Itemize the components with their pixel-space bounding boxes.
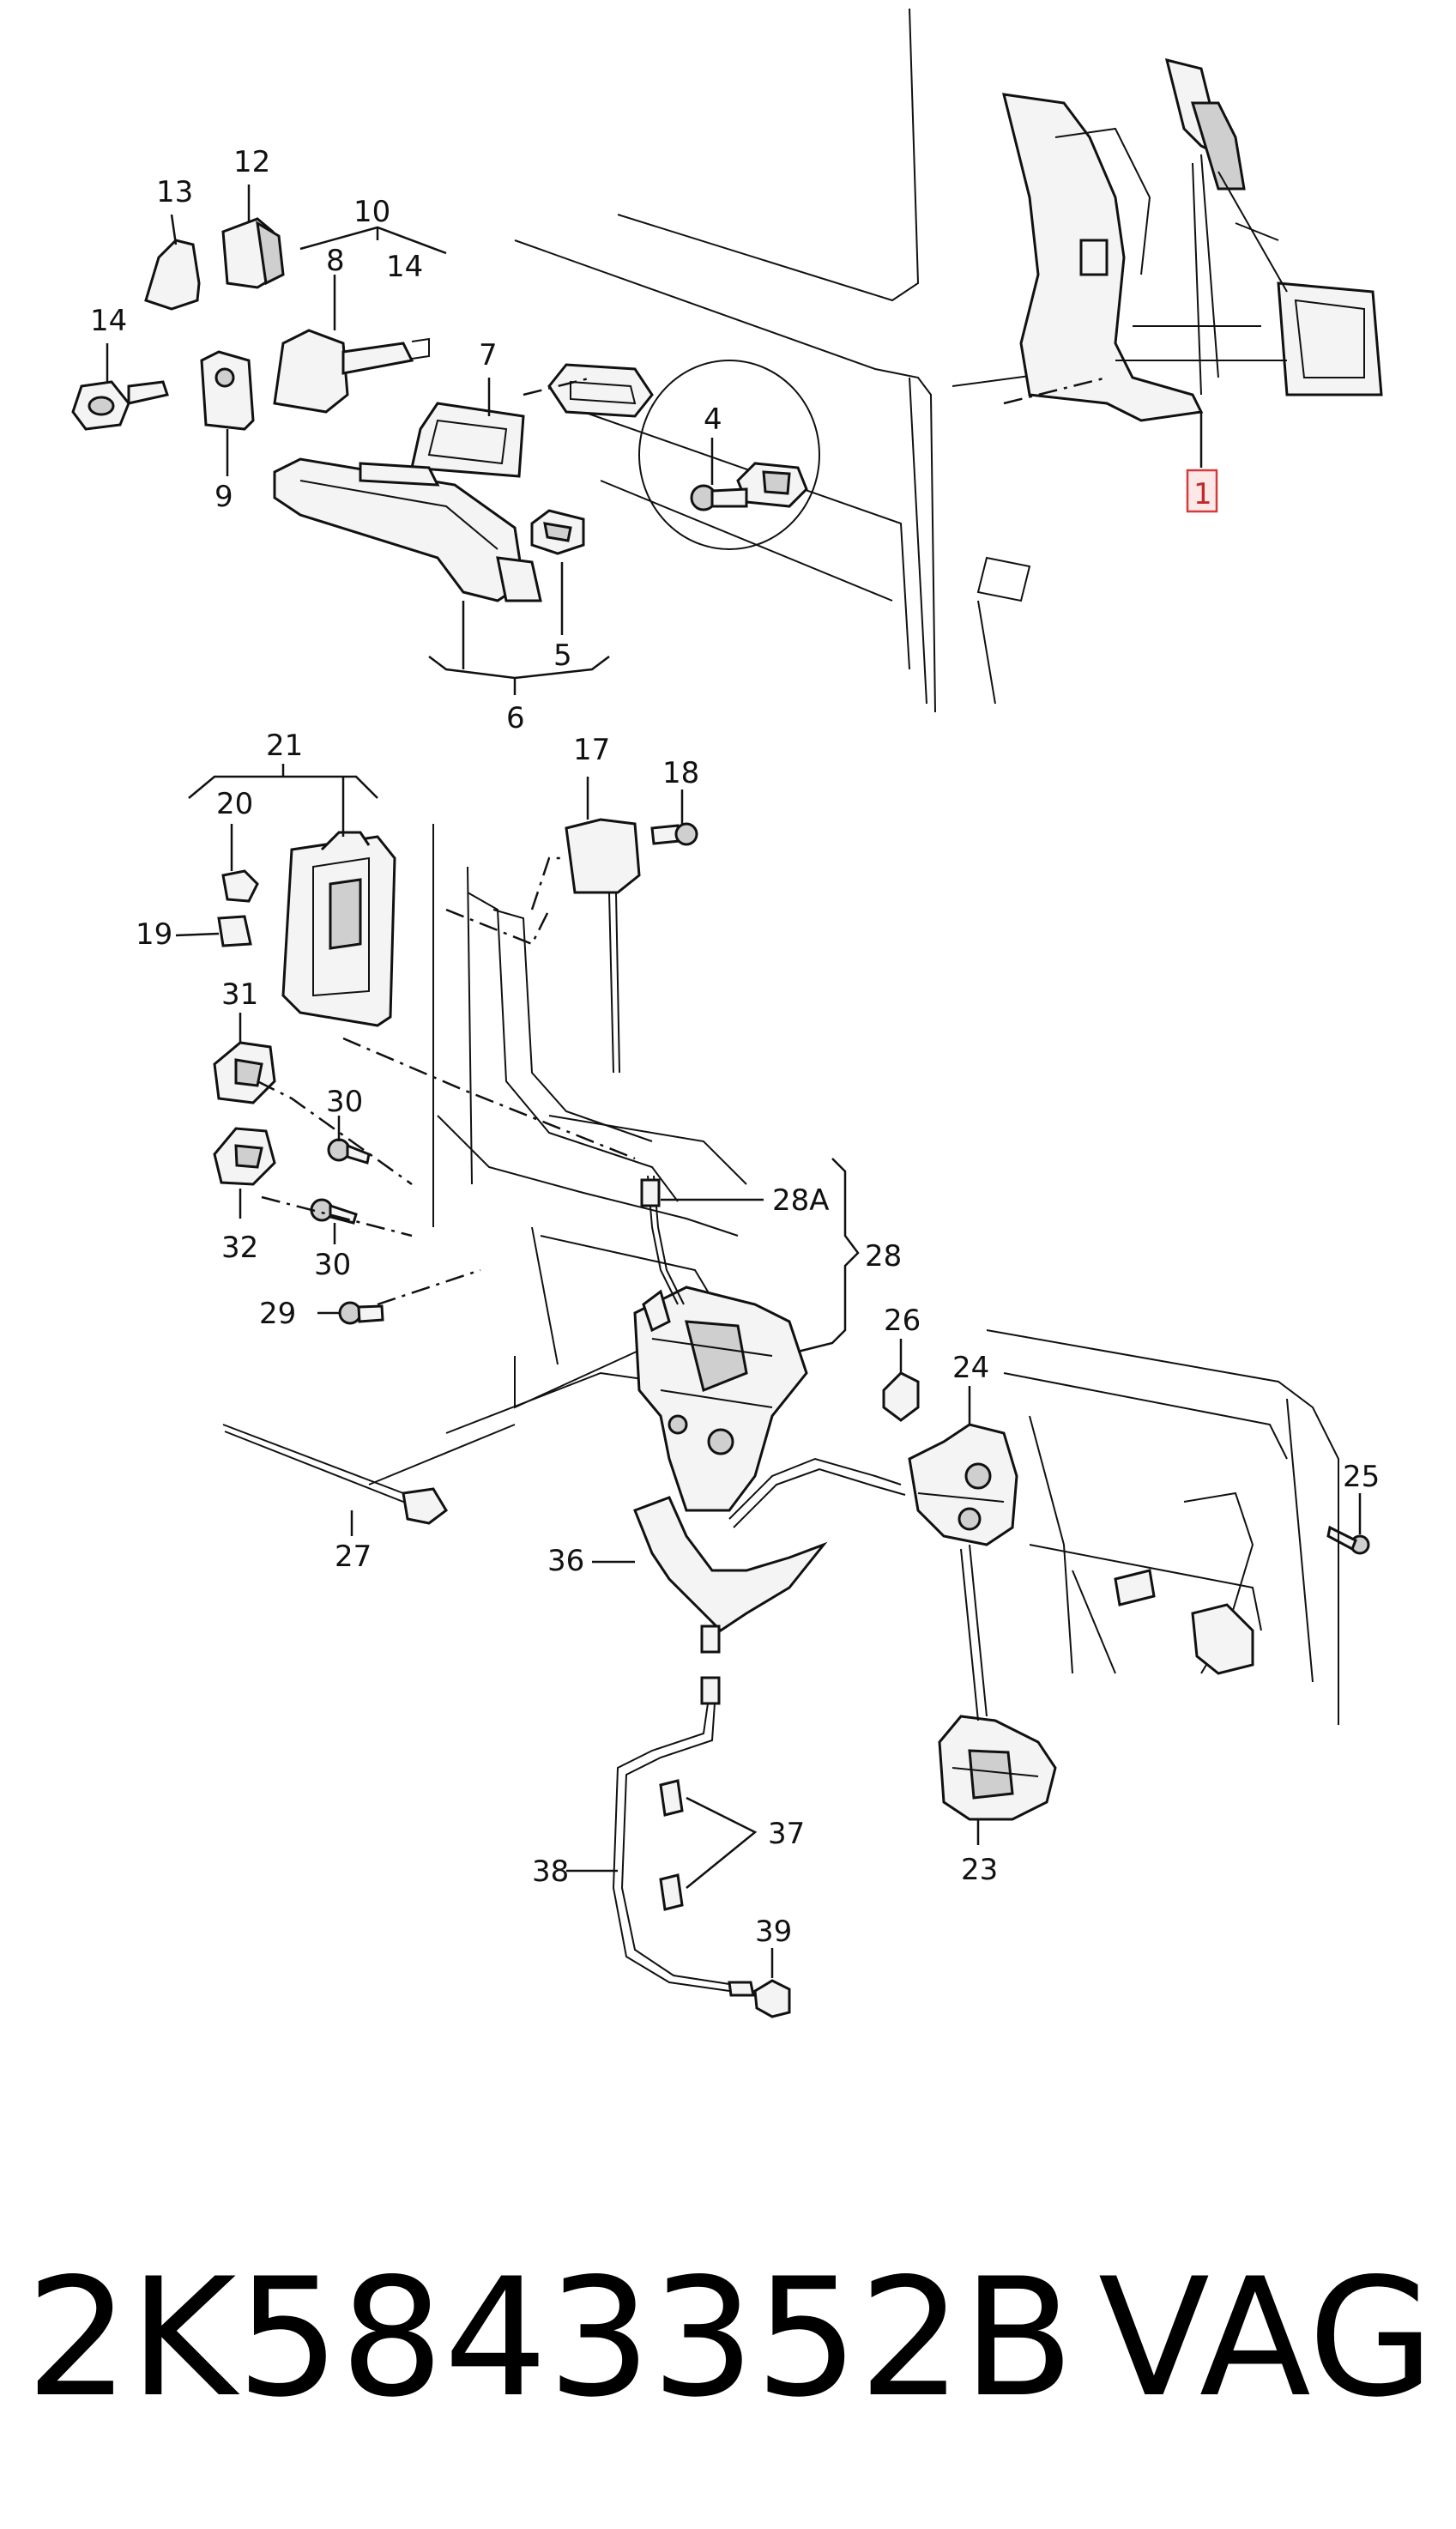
callout-5: 5 <box>553 638 572 673</box>
leaders-upper <box>106 185 714 695</box>
part-19-buffer <box>217 915 252 947</box>
callout-20: 20 <box>216 787 253 821</box>
callout-17: 17 <box>573 733 610 767</box>
callout-28: 28 <box>865 1239 902 1274</box>
callout-8: 8 <box>326 244 345 278</box>
callout-12: 12 <box>233 145 270 179</box>
callout-7: 7 <box>479 338 498 372</box>
part-31-bracket <box>213 1041 276 1104</box>
part-6-door-handle <box>273 457 542 602</box>
footer: 2K5843352B VAG <box>26 2243 1435 2433</box>
callout-30-b: 30 <box>314 1248 351 1282</box>
part-1-lock-mechanism <box>1002 57 1383 422</box>
part-23-housing <box>938 1715 1057 1821</box>
part-26-clip <box>882 1371 920 1422</box>
callout-25: 25 <box>1343 1460 1380 1494</box>
part-17-inner-lever <box>565 818 641 1074</box>
door-frame-lower-right <box>986 1329 1339 1725</box>
brand-name: VAG <box>1098 2243 1435 2433</box>
callout-29: 29 <box>259 1297 296 1331</box>
part-18-screw <box>650 822 698 846</box>
part-25-screw <box>1326 1525 1370 1555</box>
part-21-inner-handle-housing <box>281 831 396 1027</box>
callout-6: 6 <box>506 701 525 735</box>
callout-23: 23 <box>961 1853 998 1887</box>
part-37-clip-lower <box>659 1873 684 1911</box>
callout-27: 27 <box>335 1540 372 1574</box>
part-27-release-rod <box>222 1424 448 1525</box>
callout-13: 13 <box>156 175 193 209</box>
leaders-lower <box>175 764 1362 1978</box>
part-9-bracket <box>200 350 255 431</box>
part-8-lock-cylinder <box>273 329 430 414</box>
callout-19: 19 <box>136 917 172 952</box>
callout-30: 30 <box>326 1085 363 1119</box>
part-number: 2K5843352B <box>26 2243 1074 2433</box>
callout-38: 38 <box>532 1854 569 1889</box>
callout-31: 31 <box>221 977 258 1012</box>
lock-cable-upper <box>728 1457 902 1520</box>
callout-28a: 28A <box>772 1183 830 1218</box>
callout-18: 18 <box>662 756 699 790</box>
leader-part-1-dashed <box>1003 376 1108 405</box>
lock-cable-lower <box>733 1467 906 1528</box>
door-panel-upper <box>514 8 1082 713</box>
part-28-door-lock <box>633 1286 808 1512</box>
callout-14: 14 <box>90 304 127 338</box>
part-36-bracket <box>633 1496 828 1632</box>
part-13-cap <box>144 239 201 311</box>
callout-labels: 13 12 10 8 14 14 9 7 4 1 5 6 21 20 19 17… <box>90 145 1380 1949</box>
callout-1: 1 <box>1193 477 1212 511</box>
part-14-cover <box>71 380 169 431</box>
callout-14-b: 14 <box>386 250 423 284</box>
part-37-clip-upper <box>659 1779 684 1817</box>
part-39-cap <box>753 1979 791 2018</box>
part-20-clip <box>221 869 259 903</box>
callout-24: 24 <box>952 1351 989 1385</box>
part-24-rear-lock <box>908 1423 1018 1546</box>
part-30-screw-upper <box>327 1138 371 1165</box>
callout-36: 36 <box>547 1544 584 1578</box>
part-32-bracket <box>213 1127 276 1186</box>
callout-21: 21 <box>266 729 303 763</box>
callout-10: 10 <box>353 195 390 229</box>
callout-1-highlight <box>1186 469 1218 513</box>
part-4-screw <box>690 484 748 511</box>
callout-37: 37 <box>768 1817 805 1851</box>
part-7-gasket <box>410 402 525 478</box>
part-12-cap <box>221 217 285 289</box>
callout-32: 32 <box>221 1231 258 1265</box>
callout-9: 9 <box>214 480 233 514</box>
door-handle-recess <box>547 360 820 550</box>
part-28a-rod <box>640 1175 685 1305</box>
part-5-gasket <box>530 509 585 555</box>
callout-26: 26 <box>884 1304 921 1338</box>
part-38-cable <box>612 1624 755 1997</box>
callout-4: 4 <box>704 402 722 437</box>
part-29-screw <box>338 1301 384 1325</box>
callout-39: 39 <box>755 1915 792 1949</box>
